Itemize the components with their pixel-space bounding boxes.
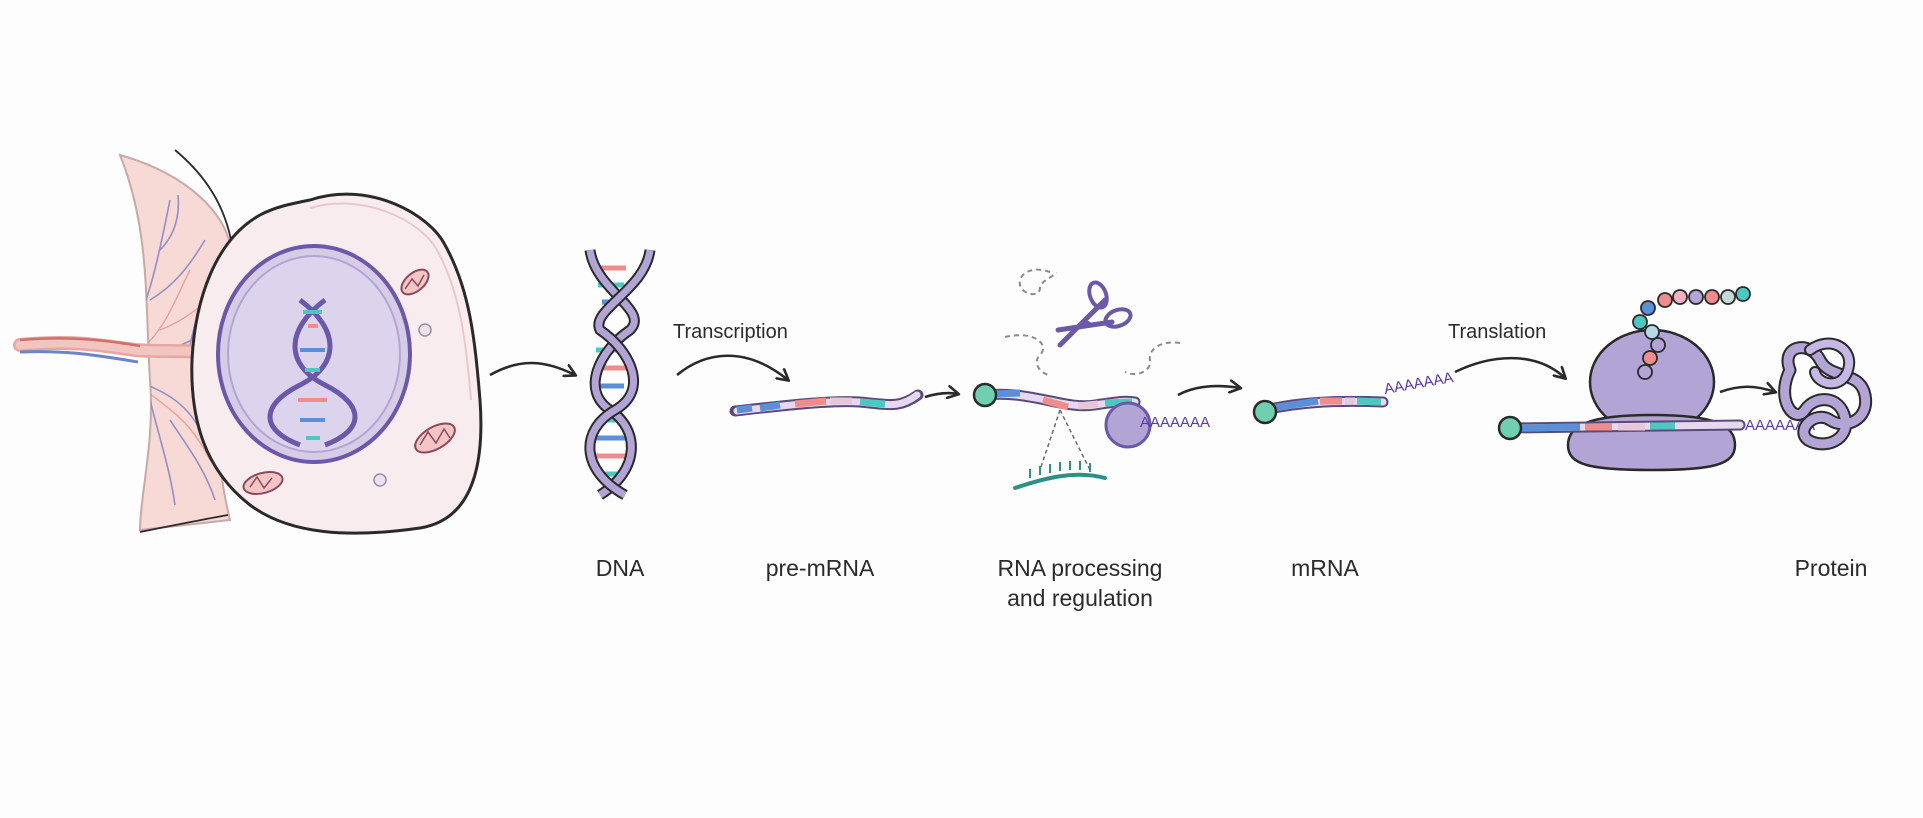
mrna-strand-icon: AAAAAAA [1252, 369, 1455, 425]
scissors-icon [1055, 280, 1133, 348]
amino-acid-chain-icon [1632, 286, 1751, 380]
mitochondrion-icon [400, 268, 430, 296]
transcription-label: Transcription [673, 321, 788, 343]
processing-strand-icon: AAAAAAA [972, 382, 1210, 471]
translation-label: Translation [1448, 321, 1547, 343]
arrow-processing-to-mrna [1177, 386, 1240, 397]
poly-a-tail-processing: AAAAAAA [1140, 414, 1210, 431]
arrow-ribosome-to-protein [1719, 387, 1775, 392]
spliced-intron-icon [1004, 268, 1181, 376]
step-label-rna-processing: RNA processing and regulation [980, 553, 1180, 613]
poly-a-tail-mrna: AAAAAAA [1383, 369, 1455, 398]
microrna-icon [1013, 461, 1107, 490]
step-label-protein: Protein [1794, 555, 1868, 581]
transcription-arrow [676, 354, 788, 380]
step-label-mrna: mRNA [1291, 555, 1359, 581]
mitochondrion-icon [414, 422, 456, 454]
translation-arrow [1454, 356, 1565, 378]
step-label-rna-processing-line-1: RNA processing [997, 555, 1163, 581]
cell-icon [190, 192, 483, 535]
step-label-rna-processing-line-2: and regulation [1007, 585, 1153, 611]
step-label-pre-mrna: pre-mRNA [765, 555, 875, 581]
step-label-dna: DNA [595, 555, 645, 581]
arrow-pre-mrna-to-processing [924, 393, 958, 397]
folded-protein-icon [1778, 337, 1873, 451]
mitochondrion-icon [242, 471, 284, 495]
dna-helix-icon [584, 248, 656, 500]
ribosome-icon: AAAAAAA [1497, 328, 1815, 472]
nucleus-dna-icon [267, 298, 358, 448]
pre-mrna-strand-icon [729, 389, 924, 417]
arrow-cell-to-dna [489, 361, 575, 375]
